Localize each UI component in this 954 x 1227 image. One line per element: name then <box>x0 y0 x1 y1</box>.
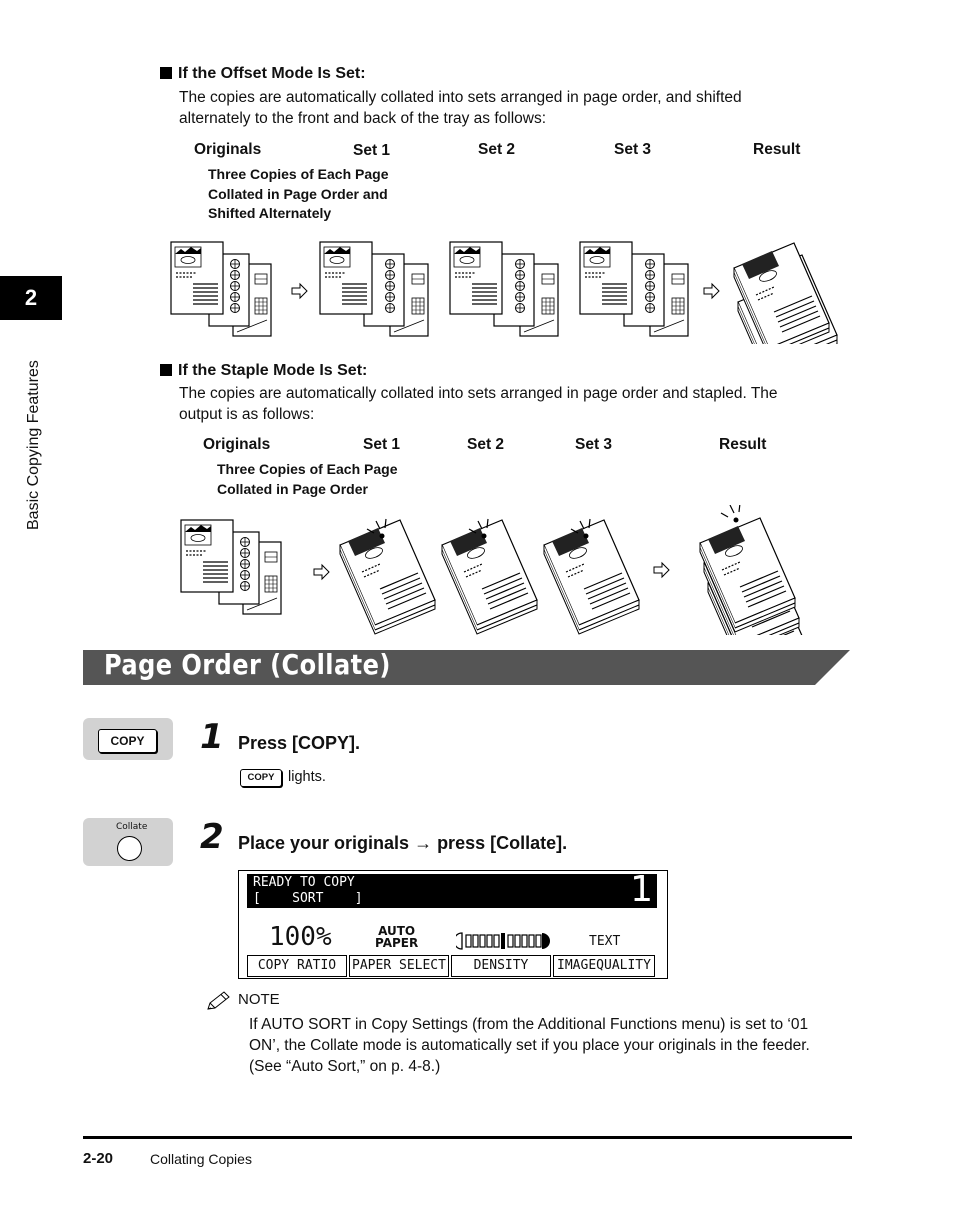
lcd-image-quality-value: TEXT <box>589 934 621 949</box>
offset-note-line3: Shifted Alternately <box>208 205 332 221</box>
collate-key-label: Collate <box>116 822 148 832</box>
offset-result-stacks <box>733 242 838 344</box>
staple-col-result: Result <box>719 436 767 453</box>
bullet-square-icon <box>160 67 172 79</box>
paper-select-button[interactable]: PAPER SELECT <box>349 955 449 977</box>
note-line3: (See “Auto Sort,” on p. 4-8.) <box>249 1058 441 1075</box>
lcd-status-bar: READY TO COPY [ SORT ] 1 <box>247 869 657 910</box>
section-title-bar <box>83 650 850 685</box>
offset-col-set3: Set 3 <box>614 141 652 158</box>
staple-col-originals: Originals <box>203 436 271 453</box>
staple-text-line2: output is as follows: <box>179 406 315 423</box>
pencil-note-icon <box>207 991 230 1010</box>
note-line1: If AUTO SORT in Copy Settings (from the … <box>249 1016 809 1033</box>
offset-heading-text: If the Offset Mode Is Set: <box>178 65 366 82</box>
step-number-2: 2 <box>200 817 224 857</box>
chapter-tab: 2 <box>0 276 62 320</box>
staple-col-set1: Set 1 <box>363 436 401 453</box>
step1-instruction: Press [COPY]. <box>238 733 361 753</box>
staple-originals-image <box>181 520 281 614</box>
staple-col-set3: Set 3 <box>575 436 613 453</box>
note-label: NOTE <box>238 991 280 1008</box>
section-title: Page Order (Collate) <box>104 648 391 681</box>
staple-subnote: Three Copies of Each Page Collated in Pa… <box>217 460 398 499</box>
step2-instruction: Place your originals → press [Collate]. <box>238 833 568 853</box>
offset-col-originals: Originals <box>194 141 262 158</box>
image-quality-button[interactable]: IMAGEQUALITY <box>553 955 655 977</box>
lcd-display: READY TO COPY [ SORT ] 1 100% AUTO PAPER… <box>238 870 668 979</box>
offset-description: The copies are automatically collated in… <box>179 87 742 129</box>
bullet-square-icon <box>160 364 172 376</box>
offset-mode-illustration <box>160 232 838 344</box>
step1-result-text: lights. <box>288 769 326 785</box>
density-button[interactable]: DENSITY <box>451 955 551 977</box>
copy-ratio-button[interactable]: COPY RATIO <box>247 955 347 977</box>
page-number: 2-20 <box>83 1150 114 1167</box>
offset-set2-image <box>450 242 558 336</box>
lcd-density-scale-icon <box>456 932 550 950</box>
chapter-side-label: Basic Copying Features <box>25 360 42 530</box>
staple-note-line2: Collated in Page Order <box>217 480 368 497</box>
copy-key[interactable]: COPY <box>98 729 157 753</box>
footer-chapter-name: Collating Copies <box>150 1151 252 1167</box>
step-number-1: 1 <box>200 717 224 757</box>
footer-rule <box>83 1136 852 1139</box>
staple-description: The copies are automatically collated in… <box>179 383 778 425</box>
offset-col-set1: Set 1 <box>353 142 391 159</box>
offset-heading: If the Offset Mode Is Set: <box>160 65 366 83</box>
staple-set3-image <box>543 518 640 635</box>
offset-subnote: Three Copies of Each Page Collated in Pa… <box>208 165 389 224</box>
staple-set2-image <box>441 518 538 635</box>
staple-col-set2: Set 2 <box>467 436 505 453</box>
staple-note-line1: Three Copies of Each Page <box>217 461 398 477</box>
offset-note-line2: Collated in Page Order and <box>208 185 388 202</box>
offset-col-set2: Set 2 <box>478 141 516 158</box>
lcd-copy-count: 1 <box>630 869 653 910</box>
note-line2: ON’, the Collate mode is automatically s… <box>249 1037 810 1054</box>
lcd-status-line1: READY TO COPY <box>253 875 355 890</box>
staple-mode-illustration <box>170 505 804 635</box>
lcd-paper-value: AUTO PAPER <box>375 925 418 949</box>
lcd-paper-value-line2: PAPER <box>375 936 419 950</box>
offset-originals-image <box>171 242 271 336</box>
staple-heading-text: If the Staple Mode Is Set: <box>178 362 368 379</box>
offset-note-line1: Three Copies of Each Page <box>208 166 389 182</box>
staple-text-line1: The copies are automatically collated in… <box>179 385 778 402</box>
offset-set1-image <box>320 242 428 336</box>
offset-set3-image <box>580 242 688 336</box>
lcd-ratio-value: 100% <box>269 922 332 952</box>
lcd-paper-value-line1: AUTO <box>378 924 416 938</box>
staple-set1-image <box>339 518 436 635</box>
copy-key-inline-icon: COPY <box>240 769 282 787</box>
lcd-status-line2: [ SORT ] <box>253 891 363 906</box>
offset-arrow-result-icon <box>703 283 720 299</box>
staple-heading: If the Staple Mode Is Set: <box>160 362 367 380</box>
staple-arrow-icon <box>313 564 330 580</box>
collate-key[interactable] <box>117 836 142 861</box>
staple-result-stacks <box>699 505 804 635</box>
offset-text-line2: alternately to the front and back of the… <box>179 110 547 127</box>
offset-arrow-icon <box>291 283 308 299</box>
note-text: If AUTO SORT in Copy Settings (from the … <box>249 1014 810 1077</box>
staple-arrow-result-icon <box>653 562 670 578</box>
offset-text-line1: The copies are automatically collated in… <box>179 89 742 106</box>
offset-col-result: Result <box>753 141 801 158</box>
